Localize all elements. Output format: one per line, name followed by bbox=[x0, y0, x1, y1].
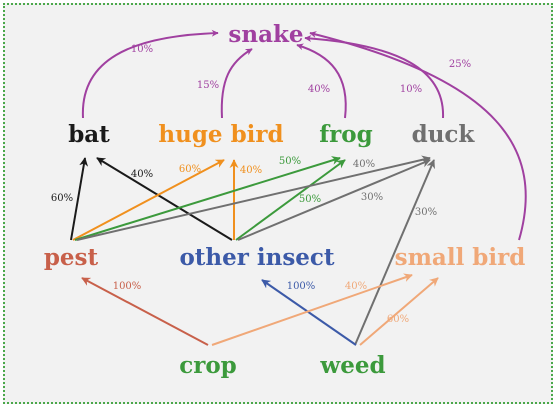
edge-hugebird-snake bbox=[220, 48, 253, 119]
label-pest-frog: 50% bbox=[279, 156, 301, 167]
node-snake: snake bbox=[228, 21, 303, 48]
node-weed: weed bbox=[319, 352, 385, 379]
edge-crop-smallbird bbox=[211, 273, 413, 346]
edge-otherinsect-bat bbox=[96, 157, 233, 241]
node-bat: bat bbox=[68, 121, 110, 148]
edge-smallbird-snake bbox=[309, 31, 527, 241]
edge-otherinsect-duck bbox=[237, 158, 431, 241]
edge-pest-frog bbox=[74, 156, 341, 241]
edge-pest-bat bbox=[70, 157, 89, 241]
label-otherinsect-hugebird: 40% bbox=[240, 165, 262, 176]
label-weed-otherinsect: 100% bbox=[287, 281, 316, 292]
label-duck-snake: 10% bbox=[400, 84, 422, 95]
node-small-bird: small bird bbox=[395, 244, 526, 271]
label-otherinsect-bat: 40% bbox=[131, 169, 153, 180]
node-pest: pest bbox=[44, 244, 99, 271]
label-otherinsect-duck: 30% bbox=[361, 192, 383, 203]
edge-bat-snake bbox=[81, 29, 219, 119]
label-pest-duck: 40% bbox=[353, 159, 375, 170]
label-weed-smallbird: 60% bbox=[387, 314, 409, 325]
node-other-insect: other insect bbox=[179, 244, 334, 271]
edge-weed-duck bbox=[354, 159, 435, 346]
diagram-frame bbox=[3, 3, 553, 404]
edge-weed-smallbird bbox=[359, 277, 439, 346]
node-frog: frog bbox=[319, 121, 372, 148]
edge-frog-snake bbox=[296, 43, 347, 119]
node-crop: crop bbox=[179, 352, 237, 379]
label-smallbird-snake: 25% bbox=[449, 59, 471, 70]
label-crop-pest: 100% bbox=[113, 281, 142, 292]
edge-pest-hugebird bbox=[72, 159, 225, 241]
edge-crop-pest bbox=[81, 277, 209, 346]
label-otherinsect-frog: 50% bbox=[299, 194, 321, 205]
label-weed-duck: 30% bbox=[415, 207, 437, 218]
label-pest-bat: 60% bbox=[51, 193, 73, 204]
edge-weed-otherinsect bbox=[261, 279, 357, 346]
edge-pest-duck bbox=[76, 155, 431, 241]
label-bat-snake: 10% bbox=[131, 44, 153, 55]
node-huge-bird: huge bird bbox=[158, 121, 283, 148]
node-duck: duck bbox=[412, 121, 476, 148]
edge-otherinsect-frog bbox=[235, 159, 346, 241]
label-hugebird-snake: 15% bbox=[197, 80, 219, 91]
edge-duck-snake bbox=[304, 34, 445, 119]
label-pest-hugebird: 60% bbox=[179, 164, 201, 175]
label-crop-smallbird: 40% bbox=[345, 281, 367, 292]
label-frog-snake: 40% bbox=[308, 84, 330, 95]
